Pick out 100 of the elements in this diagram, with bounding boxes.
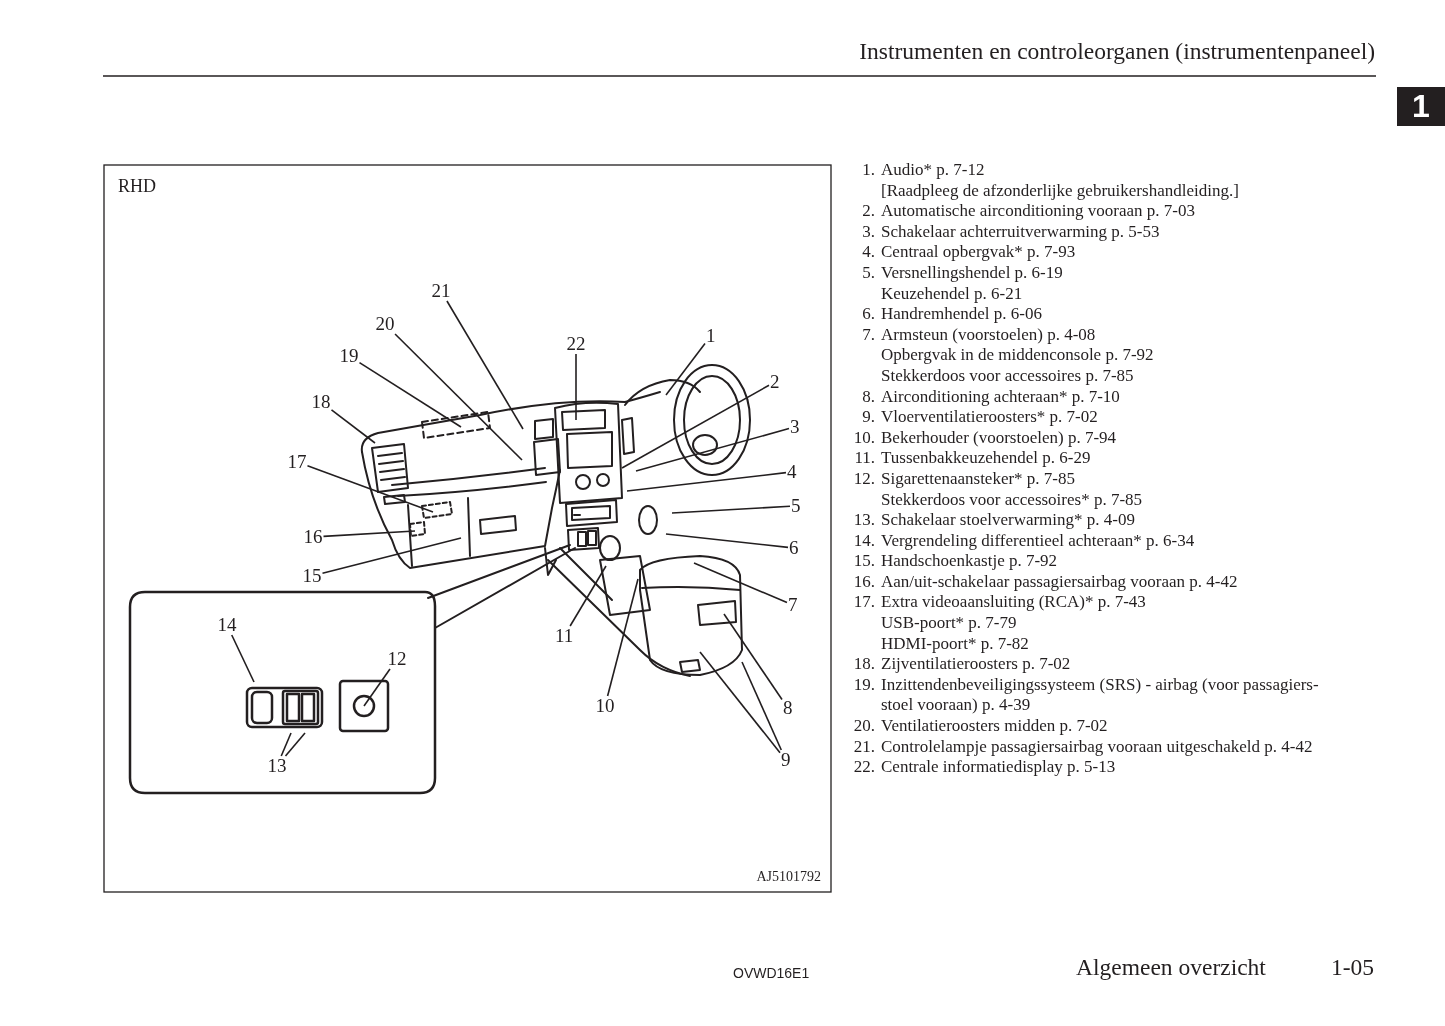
leader-line: [671, 505, 791, 514]
leader-line: [626, 471, 787, 492]
item-number: 9.: [861, 407, 875, 428]
item-description: Tussenbakkeuzehendel p. 6-29: [881, 448, 1092, 469]
chapter-tab: 1: [1397, 87, 1445, 126]
leader-line: [635, 427, 790, 472]
callout-number: 11: [554, 626, 575, 646]
item-description: Handremhendel p. 6-06: [881, 304, 1043, 325]
item-description: Zijventilatieroosters p. 7-02: [881, 654, 1072, 675]
callout-number: 22: [565, 334, 587, 354]
item-number: 7.: [861, 324, 875, 346]
leader-line: [621, 384, 770, 469]
item-description: Bekerhouder (voorstoelen) p. 7-94: [881, 427, 1118, 449]
item-number: 13.: [852, 510, 875, 531]
item-number: 20.: [852, 716, 875, 737]
item-number: 21.: [852, 736, 875, 758]
item-description: Automatische airconditioning vooraan p. 7-03: [881, 201, 1196, 222]
item-description: USB-poort* p. 7-79: [881, 613, 1018, 634]
item-description: Centrale informatiedisplay p. 5-13: [881, 757, 1117, 778]
leader-line: [306, 465, 434, 513]
leader-line: [699, 651, 781, 754]
callout-number: 21: [430, 281, 452, 301]
figure-code: AJ5101792: [756, 869, 821, 885]
item-description: Keuzehendel p. 6-21: [881, 283, 1024, 305]
item-description: Ventilatieroosters midden p. 7-02: [881, 716, 1109, 737]
item-description: Extra videoaansluiting (RCA)* p. 7-43: [881, 592, 1147, 614]
callout-number: 9: [780, 750, 792, 770]
item-number: 14.: [852, 530, 875, 552]
leader-line: [575, 353, 577, 421]
item-number: 5.: [861, 262, 875, 284]
leader-line: [665, 342, 706, 396]
callout-number: 12: [386, 649, 408, 669]
page-number: 1-05: [1331, 954, 1375, 981]
item-description: Opbergvak in de middenconsole p. 7-92: [881, 345, 1155, 366]
callout-number: 20: [374, 314, 396, 334]
leader-line: [230, 634, 255, 683]
item-number: 18.: [852, 654, 875, 675]
item-number: 10.: [852, 427, 875, 449]
section-name: Algemeen overzicht: [1076, 954, 1266, 981]
item-description: Inzittendenbeveiligingssysteem (SRS) - airbag (voor passagiers- stoel vooraan) p. 4-39: [881, 674, 1320, 717]
leader-line: [741, 661, 783, 751]
leader-line: [358, 361, 462, 428]
item-description: Airconditioning achteraan* p. 7-10: [881, 386, 1121, 408]
item-description: Handschoenkastje p. 7-92: [881, 551, 1059, 572]
item-description: Schakelaar achterruitverwarming p. 5-53: [881, 221, 1161, 243]
page-header: Instrumenten en controleorganen (instrumentenpaneel): [859, 38, 1375, 65]
leader-line: [693, 562, 788, 604]
callout-number: 15: [301, 566, 323, 586]
item-description: [Raadpleeg de afzonderlijke gebruikershandleiding.]: [881, 180, 1240, 202]
item-description: HDMI-poort* p. 7-82: [881, 633, 1030, 655]
leader-line: [665, 533, 789, 549]
callout-number: 18: [310, 392, 332, 412]
callout-number: 14: [216, 615, 238, 635]
leader-line: [322, 530, 416, 538]
leader-line: [284, 732, 306, 757]
item-number: 1.: [861, 160, 875, 181]
item-number: 22.: [852, 757, 875, 778]
item-number: 6.: [861, 304, 875, 325]
callout-number: 7: [787, 595, 799, 615]
callout-number: 10: [594, 696, 616, 716]
callout-number: 17: [286, 452, 308, 472]
item-description: Sigarettenaansteker* p. 7-85: [881, 468, 1076, 490]
item-number: 3.: [861, 221, 875, 243]
item-description: Vloerventilatieroosters* p. 7-02: [881, 407, 1099, 428]
item-description: Audio* p. 7-12: [881, 160, 986, 181]
item-description: Controlelampje passagiersairbag vooraan uitgeschakeld p. 4-42: [881, 736, 1314, 758]
callout-number: 13: [266, 756, 288, 776]
leader-line: [330, 409, 376, 444]
callout-number: 5: [790, 496, 802, 516]
item-number: 17.: [852, 592, 875, 614]
item-number: 11.: [853, 448, 875, 469]
leader-line: [569, 565, 607, 627]
item-description: Schakelaar stoelverwarming* p. 4-09: [881, 510, 1136, 531]
leader-line: [321, 537, 462, 575]
item-description: Aan/uit-schakelaar passagiersairbag vooraan p. 4-42: [881, 571, 1239, 593]
item-description: Centraal opbergvak* p. 7-93: [881, 242, 1077, 263]
item-description: Armsteun (voorstoelen) p. 4-08: [881, 324, 1097, 346]
document-code: OVWD16E1: [733, 965, 810, 981]
item-number: 19.: [852, 674, 875, 696]
callout-number: 6: [788, 538, 800, 558]
callout-number: 16: [302, 527, 324, 547]
callout-number: 1: [705, 326, 717, 346]
item-description: Vergrendeling differentieel achteraan* p. 6-34: [881, 530, 1196, 552]
item-number: 16.: [852, 571, 875, 593]
item-number: 15.: [852, 551, 875, 572]
callout-number: 2: [769, 372, 781, 392]
item-number: 8.: [861, 386, 875, 408]
item-description: Versnellingshendel p. 6-19: [881, 262, 1064, 284]
item-description: Stekkerdoos voor accessoires p. 7-85: [881, 365, 1135, 387]
leader-line: [723, 613, 783, 701]
item-number: 12.: [852, 468, 875, 490]
callout-number: 3: [789, 417, 801, 437]
panel-label: RHD: [118, 176, 156, 197]
callout-number: 4: [786, 462, 798, 482]
callout-number: 19: [338, 346, 360, 366]
leader-line: [446, 300, 524, 430]
item-number: 4.: [861, 242, 875, 263]
item-description: Stekkerdoos voor accessoires* p. 7-85: [881, 489, 1144, 511]
item-number: 2.: [861, 201, 875, 222]
callout-number: 8: [782, 698, 794, 718]
